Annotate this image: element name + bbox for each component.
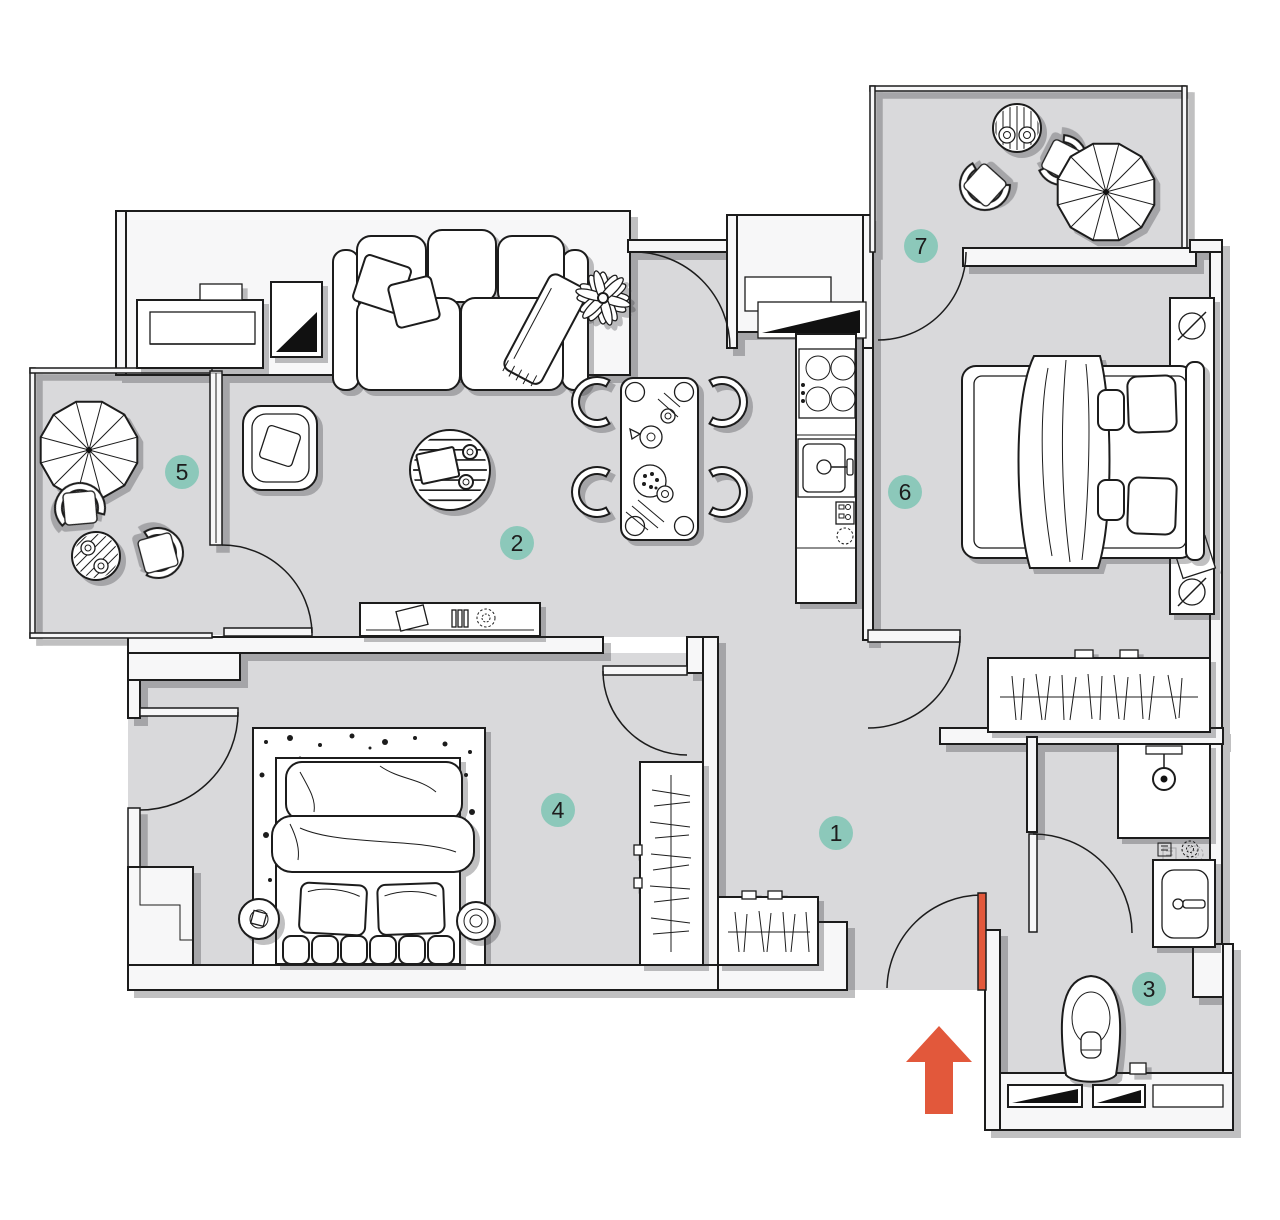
badge-room-1[interactable]: 1 <box>819 816 853 850</box>
sofa[interactable] <box>332 229 589 391</box>
wall-pier-left <box>726 214 738 349</box>
pillow <box>376 882 446 936</box>
door-arc-living <box>633 251 731 349</box>
stove-icon <box>798 348 856 419</box>
patio-chair[interactable] <box>949 156 1016 221</box>
doors <box>139 251 1133 991</box>
sink-icon <box>797 438 856 498</box>
room-number: 1 <box>830 820 843 846</box>
round-stool[interactable] <box>238 898 280 940</box>
room-number: 2 <box>511 530 524 556</box>
rail-balcony7-top <box>869 85 1186 92</box>
towel-icon <box>1157 842 1172 857</box>
badge-room-7[interactable]: 7 <box>904 229 938 263</box>
washbasin[interactable] <box>1152 840 1216 948</box>
wall-living-bottom <box>127 636 604 654</box>
round-stool[interactable] <box>456 901 496 941</box>
patio-table[interactable] <box>62 522 130 590</box>
room-number: 5 <box>176 459 189 485</box>
wall-bath-left-lower <box>984 929 1001 1131</box>
pillow <box>1126 476 1178 536</box>
headboard <box>1185 361 1205 561</box>
window-room4-left <box>127 807 141 871</box>
wall-room4-hall <box>702 636 719 991</box>
radiator[interactable] <box>744 276 867 339</box>
patio-chair[interactable] <box>137 525 186 580</box>
room-number: 6 <box>899 479 912 505</box>
door-entrance[interactable] <box>886 892 987 991</box>
rail-balcony7-left <box>869 85 876 253</box>
sideboard[interactable] <box>359 602 541 637</box>
badge-room-2[interactable]: 2 <box>500 526 534 560</box>
armchair[interactable] <box>242 405 318 491</box>
room-number: 3 <box>1143 976 1156 1002</box>
cushion <box>1097 389 1125 431</box>
room-badges: 1 2 3 4 5 6 7 <box>165 229 1166 1006</box>
sconce-icon <box>1177 311 1207 341</box>
rail-balcony5-bottom <box>29 632 213 639</box>
parasol[interactable] <box>1056 142 1156 242</box>
wall-left-upper <box>115 210 127 376</box>
balcony7-furniture <box>949 104 1156 242</box>
badge-room-4[interactable]: 4 <box>541 793 575 827</box>
wall-jog-room4-door <box>686 636 704 674</box>
room-number: 7 <box>915 233 928 259</box>
door-room4[interactable] <box>602 665 688 756</box>
wall-bottom <box>127 964 719 991</box>
sill-balcony7 <box>962 247 1197 267</box>
kettle-icon <box>629 425 663 449</box>
entrance-arrow-icon <box>906 1026 972 1114</box>
door-bath[interactable] <box>1028 833 1133 934</box>
plant-icon <box>1181 840 1199 858</box>
wall-top-right <box>1189 239 1223 253</box>
pillow <box>1126 374 1178 434</box>
wall-top-living <box>627 239 728 253</box>
wall-bath-left-upper <box>1026 736 1038 833</box>
rail-balcony5-left <box>29 367 36 639</box>
door-room6[interactable] <box>867 629 961 729</box>
balcony5-furniture <box>39 400 186 590</box>
tv-unit[interactable] <box>136 283 264 369</box>
pillow <box>298 881 368 937</box>
room-number: 4 <box>552 797 565 823</box>
entrance-door-leaf <box>977 892 987 991</box>
radiator[interactable] <box>270 281 323 358</box>
wardrobe-small[interactable] <box>717 890 819 966</box>
wall-steps-bottom-left <box>127 866 194 968</box>
patio-chair[interactable] <box>48 476 109 532</box>
badge-room-5[interactable]: 5 <box>165 455 199 489</box>
plant-icon <box>836 527 854 545</box>
scarf <box>502 273 588 387</box>
duvet <box>271 761 475 873</box>
wardrobe-tall[interactable] <box>633 761 704 966</box>
sconce-icon <box>1177 577 1207 607</box>
rail-balcony7-right <box>1181 85 1188 251</box>
door-arc-balcony7 <box>877 251 967 341</box>
door-balcony5[interactable] <box>221 544 313 637</box>
toilet[interactable] <box>1060 974 1147 1083</box>
wall-kitchen-divider <box>862 347 874 641</box>
flush-button <box>1129 1062 1147 1075</box>
throw-pillow <box>387 275 441 329</box>
door-room4-left[interactable] <box>139 707 239 811</box>
headboard-cushions <box>282 935 455 965</box>
wardrobe-room6[interactable] <box>987 649 1211 733</box>
cushion <box>1097 479 1125 521</box>
shower[interactable] <box>1117 743 1211 839</box>
bed-room6[interactable] <box>961 355 1205 569</box>
coffee-table[interactable] <box>409 429 491 511</box>
badge-room-3[interactable]: 3 <box>1132 972 1166 1006</box>
floor-room4-door-threshold <box>128 716 140 808</box>
dining-set[interactable] <box>570 376 749 541</box>
kitchen-counter[interactable] <box>795 333 857 604</box>
patio-table[interactable] <box>993 104 1041 152</box>
bed-room4[interactable] <box>271 757 475 965</box>
floor-balcony5-threshold <box>210 545 222 635</box>
bath-radiators <box>1007 1084 1224 1108</box>
control-panel-icon <box>835 501 855 525</box>
plant[interactable] <box>575 270 631 326</box>
badge-room-6[interactable]: 6 <box>888 475 922 509</box>
wall-room4-topleft-block <box>127 652 241 681</box>
